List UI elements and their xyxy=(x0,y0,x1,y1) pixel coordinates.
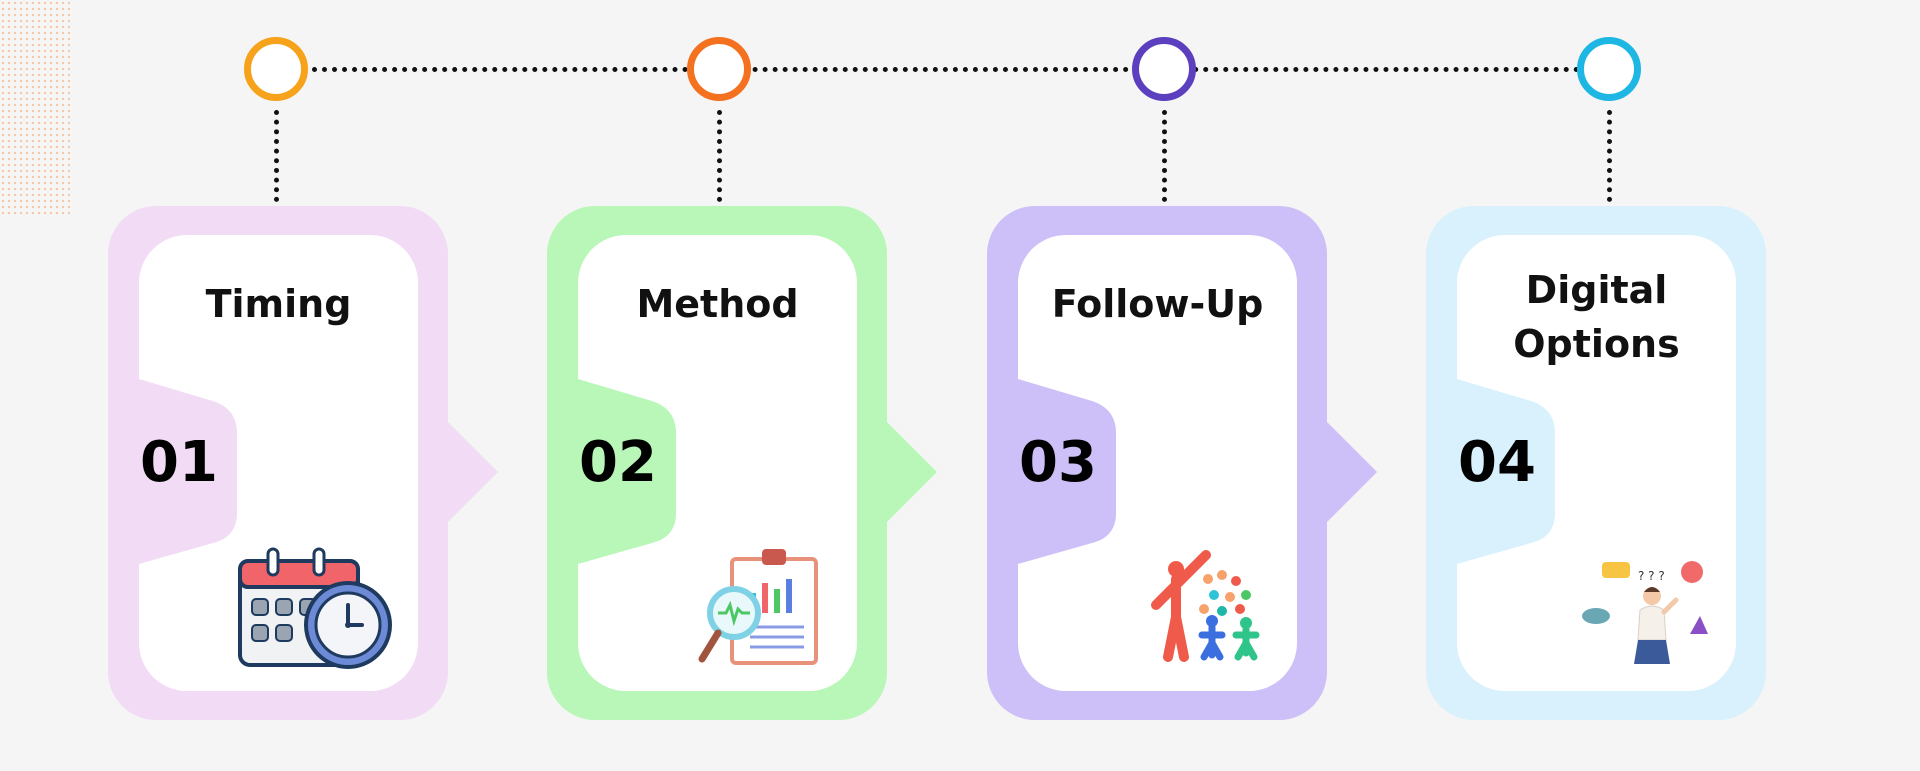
drop-line-3 xyxy=(1162,110,1167,202)
number-tab-3 xyxy=(1018,379,1116,564)
step-number: 01 xyxy=(140,430,218,495)
drop-line-1 xyxy=(274,110,279,202)
svg-text:? ? ?: ? ? ? xyxy=(1638,569,1665,583)
step-title: Timing xyxy=(205,282,352,326)
card-arrow-3 xyxy=(1287,382,1377,562)
step-card-1: Timing 01 xyxy=(108,206,498,720)
timeline-node-4 xyxy=(1577,37,1641,101)
timeline-node-3 xyxy=(1132,37,1196,101)
number-tab-1 xyxy=(139,379,237,564)
timeline-node-2 xyxy=(687,37,751,101)
timeline-node-1 xyxy=(244,37,308,101)
number-tab-2 xyxy=(578,379,676,564)
step-card-3: Follow-Up 03 xyxy=(987,206,1377,720)
drop-line-4 xyxy=(1607,110,1612,202)
thinking-person-icon: ? ? ? xyxy=(1582,560,1722,674)
clipboard-chart-magnifier-icon xyxy=(698,547,828,681)
step-card-4: Digital Options ? ? ? 04 xyxy=(1426,206,1766,720)
step-title: Method xyxy=(636,282,799,326)
decorative-dot-pattern xyxy=(0,0,70,215)
people-group-icon xyxy=(1142,545,1272,669)
step-number: 02 xyxy=(579,430,657,495)
step-number: 04 xyxy=(1458,430,1536,495)
step-title: Follow-Up xyxy=(1051,282,1264,326)
step-number: 03 xyxy=(1019,430,1097,495)
step-title: Digital Options xyxy=(1513,268,1680,366)
calendar-clock-icon xyxy=(236,547,396,676)
card-arrow-2 xyxy=(847,382,937,562)
step-card-2: Method 02 xyxy=(547,206,937,720)
number-tab-4 xyxy=(1457,379,1555,564)
drop-line-2 xyxy=(717,110,722,202)
timeline-connector xyxy=(312,67,1580,72)
card-arrow-1 xyxy=(408,382,498,562)
